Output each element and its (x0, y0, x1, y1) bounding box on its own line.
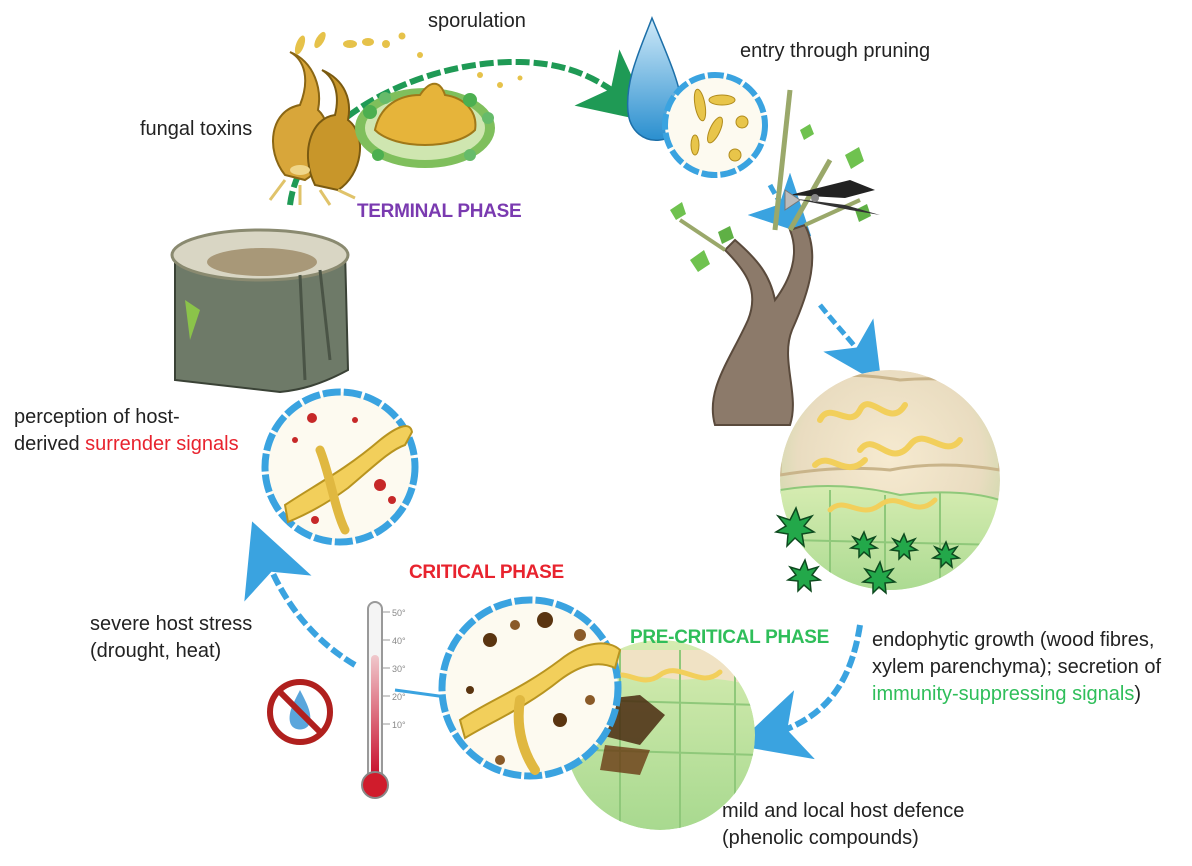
thermo-tick-30: 30° (392, 664, 406, 674)
thermo-tick-50: 50° (392, 608, 406, 618)
perception-line-1: perception of host- (14, 404, 239, 431)
pycnidium-cross-section (355, 84, 495, 168)
label-fungal-toxins: fungal toxins (140, 116, 252, 143)
label-perception: perception of host- derived surrender si… (14, 404, 239, 458)
thermo-tick-40: 40° (392, 636, 406, 646)
fruiting-bodies-illustration (270, 52, 360, 205)
terminal-phase-title: TERMINAL PHASE (357, 201, 521, 223)
label-entry-through-pruning: entry through pruning (740, 38, 930, 65)
thermo-tick-10: 10° (392, 720, 406, 730)
thermometer-icon: 50° 40° 30° 20° 10° (362, 602, 406, 798)
immunity-signals-text: immunity-suppressing signals (872, 683, 1134, 705)
defence-line-2: (phenolic compounds) (722, 825, 964, 852)
perception-line-2: derived surrender signals (14, 431, 239, 458)
no-water-icon (270, 682, 330, 742)
label-sporulation: sporulation (428, 8, 526, 35)
label-severe-host-stress: severe host stress (drought, heat) (90, 611, 252, 665)
endo-suffix: ) (1134, 683, 1141, 705)
endo-line-3: immunity-suppressing signals) (872, 681, 1161, 708)
critical-to-perception-arrow (265, 555, 355, 665)
endophytic-growth-illustration (780, 370, 1000, 600)
stress-line-1: severe host stress (90, 611, 252, 638)
perception-prefix: derived (14, 433, 85, 455)
surrender-signals-text: surrender signals (85, 433, 238, 455)
tree-to-endophyte-arrow (820, 305, 865, 360)
spores-illustration (293, 30, 523, 88)
endo-line-2: xylem parenchyma); secretion of (872, 654, 1161, 681)
thermo-tick-20: 20° (392, 692, 406, 702)
stress-line-2: (drought, heat) (90, 638, 252, 665)
dead-trunk-illustration (172, 230, 348, 392)
endo-line-1: endophytic growth (wood fibres, (872, 627, 1161, 654)
label-endophytic-growth: endophytic growth (wood fibres, xylem pa… (872, 627, 1161, 708)
label-host-defence: mild and local host defence (phenolic co… (722, 798, 964, 852)
pre-critical-phase-title: PRE-CRITICAL PHASE (630, 627, 829, 649)
defence-line-1: mild and local host defence (722, 798, 964, 825)
critical-phase-title: CRITICAL PHASE (409, 562, 564, 584)
